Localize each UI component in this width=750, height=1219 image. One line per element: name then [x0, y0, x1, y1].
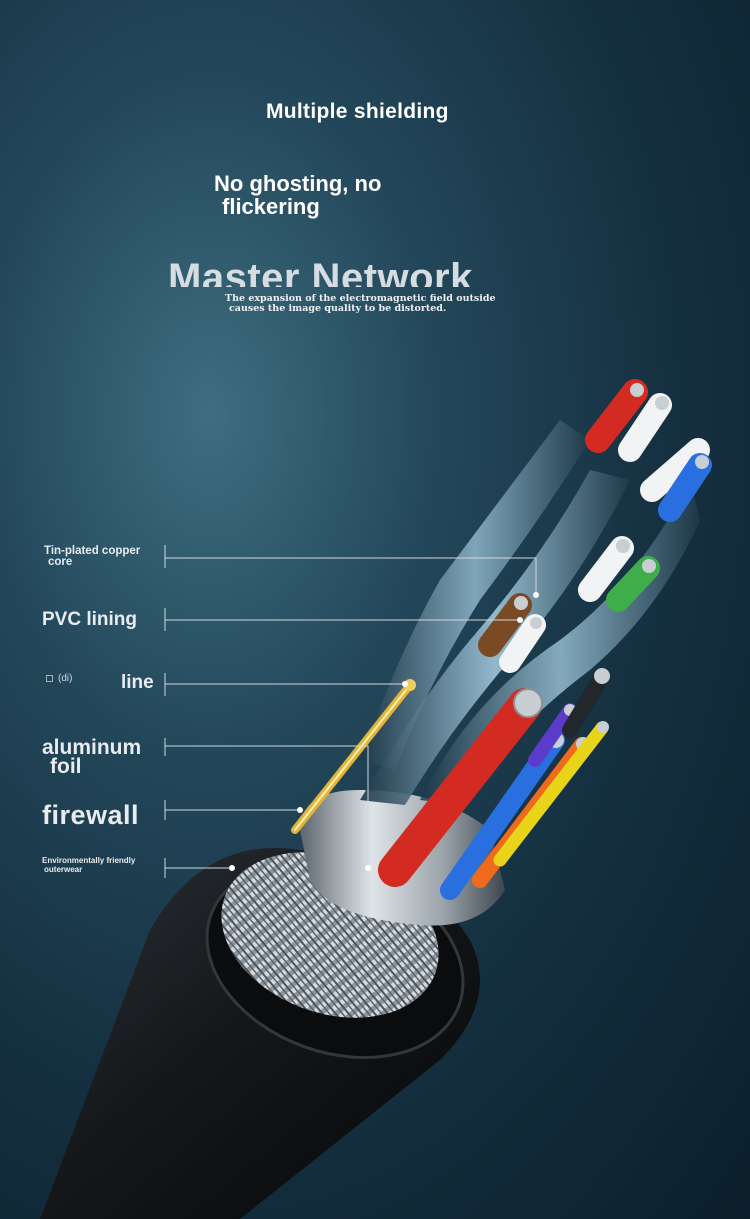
callout-outer-line-1: Environmentally friendly: [42, 856, 136, 865]
callout-line: line: [121, 672, 154, 693]
headline-multiple-shielding: Multiple shielding: [266, 100, 449, 123]
leader-endpoints: [229, 592, 539, 871]
headline-line-2: flickering: [222, 194, 320, 219]
callout-tin-line-1: Tin-plated copper: [44, 545, 141, 557]
headline-no-ghosting: No ghosting, no flickering: [214, 172, 381, 218]
leader-lines: [164, 545, 537, 878]
callout-pvc-lining: PVC lining: [42, 609, 137, 630]
callout-tin-plated-copper-core: Tin-plated copper core: [44, 545, 141, 568]
callout-di-note: (di): [46, 673, 72, 684]
subtitle-line-2: causes the image quality to be distorted…: [229, 303, 447, 314]
subtitle-line-1: The expansion of the electromagnetic fie…: [225, 293, 496, 304]
callout-tin-line-2: core: [48, 556, 73, 568]
inner-conductors: [378, 379, 712, 900]
callout-di-text: (di): [58, 673, 73, 684]
subtitle: The expansion of the electromagnetic fie…: [225, 294, 496, 314]
small-box-icon: [46, 674, 53, 682]
callout-outerwear: Environmentally friendly outerwear: [42, 856, 135, 874]
headline-line-1: No ghosting, no: [214, 171, 382, 196]
callout-alu-line-1: aluminum: [42, 736, 142, 759]
callout-firewall: firewall: [42, 800, 140, 830]
callout-outer-line-2: outerwear: [44, 865, 83, 874]
brand-title: Master Network: [168, 256, 473, 287]
callout-alu-line-2: foil: [50, 755, 82, 778]
callout-aluminum-foil: aluminum foil: [42, 736, 142, 778]
